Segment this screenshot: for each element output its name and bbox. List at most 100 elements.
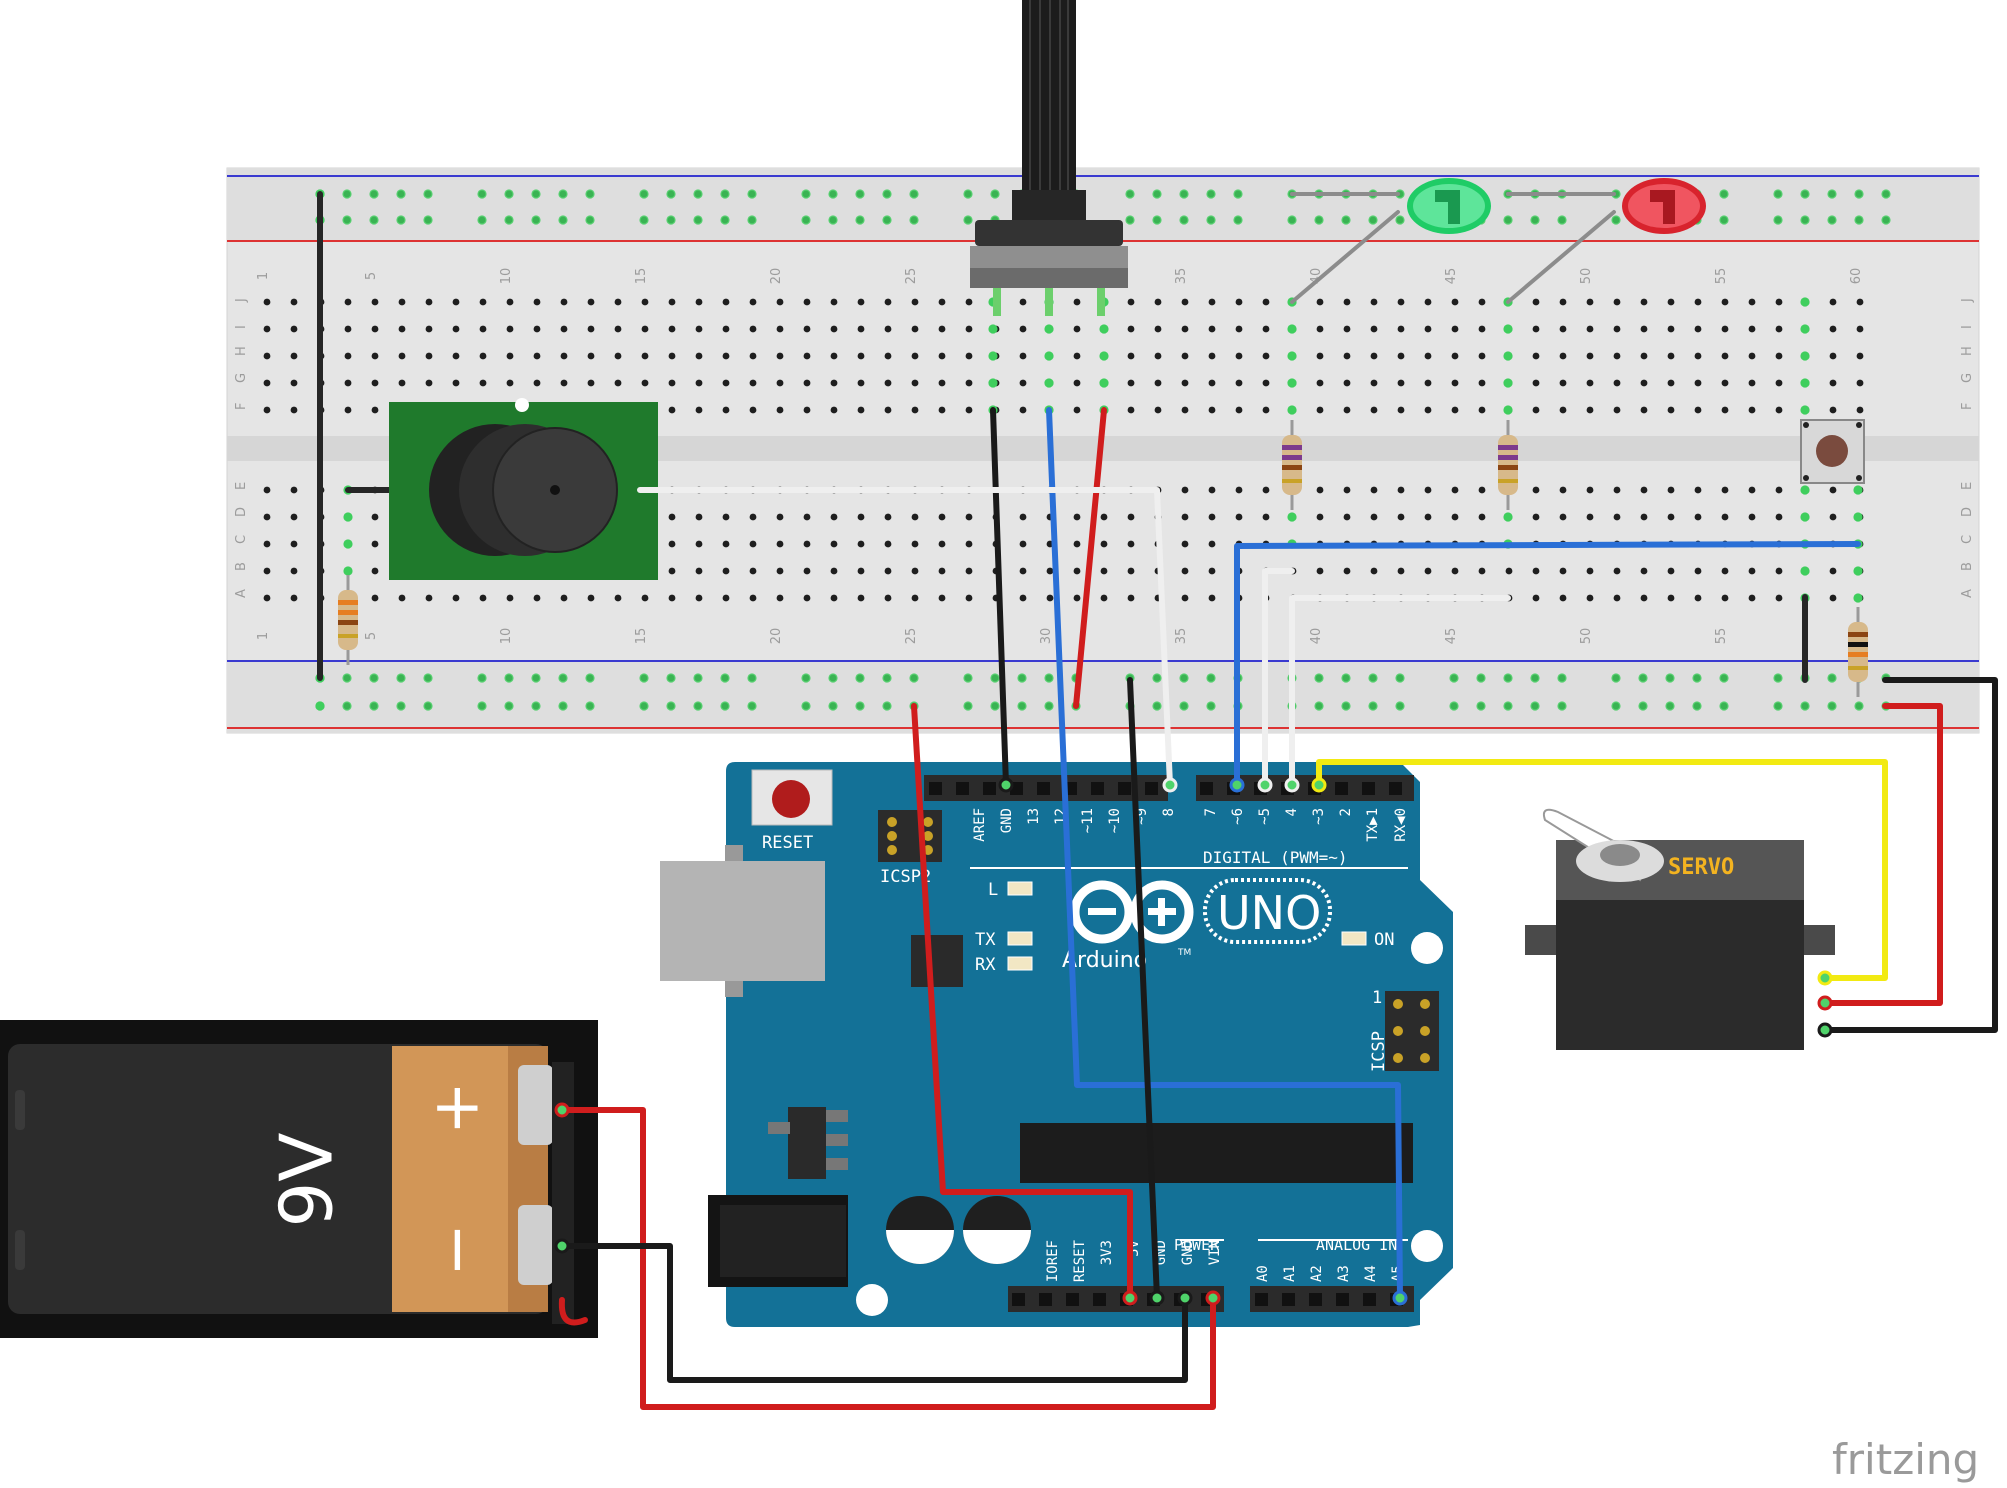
hole xyxy=(1694,298,1702,306)
hole xyxy=(263,513,271,521)
header-pin xyxy=(1255,1293,1268,1306)
hole xyxy=(1829,379,1837,387)
hole xyxy=(1208,513,1216,521)
hole xyxy=(776,325,784,333)
connected-hole xyxy=(1287,512,1297,522)
connected-rail-hole xyxy=(558,701,568,711)
hole xyxy=(965,379,973,387)
connected-rail-hole xyxy=(1719,215,1729,225)
hole xyxy=(479,298,487,306)
hole xyxy=(1613,567,1621,575)
connected-rail-hole xyxy=(558,189,568,199)
hole xyxy=(803,513,811,521)
connected-rail-hole xyxy=(504,673,514,683)
hole xyxy=(1154,325,1162,333)
hole xyxy=(1640,352,1648,360)
hole xyxy=(1586,406,1594,414)
hole xyxy=(695,513,703,521)
hole xyxy=(1343,325,1351,333)
connected-rail-hole xyxy=(1368,673,1378,683)
hole xyxy=(1667,513,1675,521)
hole xyxy=(371,540,379,548)
hole xyxy=(1181,567,1189,575)
connected-rail-hole xyxy=(1557,701,1567,711)
connected-rail-hole xyxy=(882,215,892,225)
connected-rail-hole xyxy=(747,701,757,711)
connected-rail-hole xyxy=(504,189,514,199)
connected-rail-hole xyxy=(477,701,487,711)
hole xyxy=(1073,594,1081,602)
hole xyxy=(1019,594,1027,602)
hole xyxy=(263,325,271,333)
connected-rail-hole xyxy=(1314,701,1324,711)
hole xyxy=(884,513,892,521)
hole xyxy=(1586,379,1594,387)
hole xyxy=(1640,567,1648,575)
hole xyxy=(911,540,919,548)
hole xyxy=(1532,352,1540,360)
hole xyxy=(560,379,568,387)
hole xyxy=(1559,352,1567,360)
hole xyxy=(1613,352,1621,360)
hole xyxy=(1181,298,1189,306)
hole xyxy=(263,406,271,414)
hole xyxy=(911,567,919,575)
connected-rail-hole xyxy=(801,701,811,711)
connected-rail-hole xyxy=(342,701,352,711)
connected-rail-hole xyxy=(801,215,811,225)
hole xyxy=(479,379,487,387)
hole xyxy=(1073,540,1081,548)
hole xyxy=(1532,406,1540,414)
connected-rail-hole xyxy=(1773,673,1783,683)
hole xyxy=(425,379,433,387)
row-letter-left: F xyxy=(234,403,249,410)
arduino-logo-icon xyxy=(1070,880,1194,944)
hole xyxy=(1370,567,1378,575)
hole xyxy=(1073,406,1081,414)
hole xyxy=(911,298,919,306)
connected-hole xyxy=(343,512,353,522)
hole xyxy=(263,379,271,387)
connected-rail-hole xyxy=(855,189,865,199)
hole xyxy=(668,352,676,360)
hole xyxy=(479,594,487,602)
hole xyxy=(1748,567,1756,575)
connected-hole xyxy=(1503,405,1513,415)
connected-rail-hole xyxy=(342,673,352,683)
hole xyxy=(425,352,433,360)
wire-end xyxy=(554,1238,570,1254)
connected-rail-hole xyxy=(666,673,676,683)
connected-rail-hole xyxy=(990,701,1000,711)
digital-label: DIGITAL (PWM=~) xyxy=(1203,848,1348,867)
connected-hole xyxy=(1800,351,1810,361)
hole xyxy=(1640,298,1648,306)
hole xyxy=(263,486,271,494)
hole xyxy=(857,513,865,521)
wire-end xyxy=(1311,777,1327,793)
hole xyxy=(290,540,298,548)
hole xyxy=(749,352,757,360)
hole xyxy=(1181,325,1189,333)
wire-end xyxy=(998,777,1014,793)
power-pin-label: 3V3 xyxy=(1099,1240,1115,1265)
resistor-button xyxy=(1848,607,1868,697)
led-green xyxy=(1407,178,1491,234)
hole xyxy=(1748,513,1756,521)
resistor-led-green xyxy=(1282,420,1302,510)
connected-hole xyxy=(1800,297,1810,307)
hole xyxy=(506,352,514,360)
hole xyxy=(290,513,298,521)
hole xyxy=(1721,325,1729,333)
hole xyxy=(1478,486,1486,494)
hole xyxy=(776,352,784,360)
hole xyxy=(884,406,892,414)
icsp-label: ICSP xyxy=(1369,1031,1389,1072)
header-pin xyxy=(1309,1293,1322,1306)
hole xyxy=(803,567,811,575)
hole xyxy=(695,352,703,360)
hole xyxy=(695,298,703,306)
hole xyxy=(1208,325,1216,333)
hole xyxy=(695,594,703,602)
hole xyxy=(1586,325,1594,333)
hole xyxy=(830,540,838,548)
